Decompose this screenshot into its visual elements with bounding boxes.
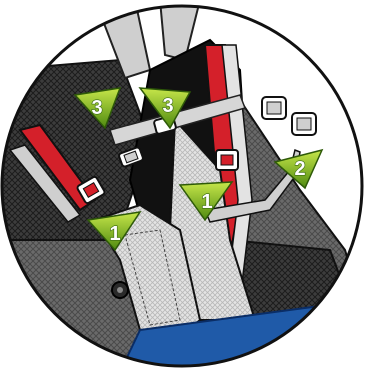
callout-3-left-label: 3	[91, 97, 102, 119]
buckle-center-red	[216, 150, 238, 170]
callout-1-left-label: 1	[109, 223, 120, 245]
callout-3-right-label: 3	[162, 95, 173, 117]
callout-2-right-label: 2	[294, 158, 305, 180]
callout-1-center-label: 1	[201, 191, 212, 213]
